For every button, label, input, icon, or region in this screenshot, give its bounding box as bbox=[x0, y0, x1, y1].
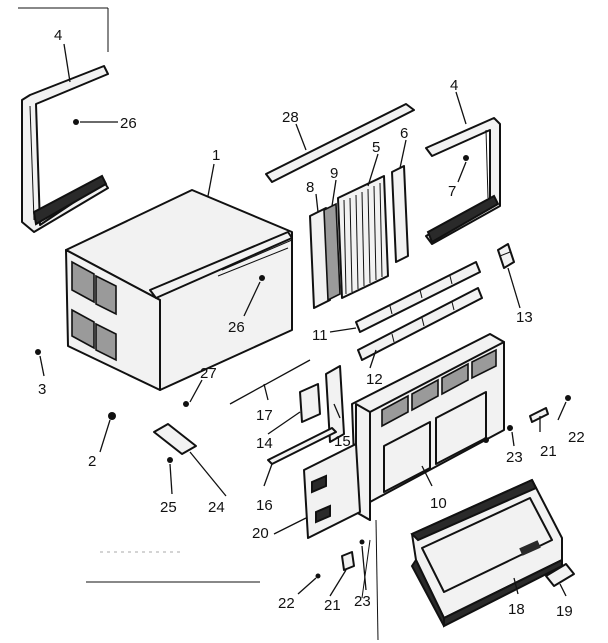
washer-23-right bbox=[507, 425, 513, 431]
front-frame bbox=[351, 333, 505, 521]
callout-15: 15 bbox=[334, 433, 351, 450]
screw-26-cabinet bbox=[259, 275, 265, 281]
top-strip bbox=[265, 103, 415, 183]
leader-lines bbox=[39, 43, 567, 641]
callout-24: 24 bbox=[208, 499, 225, 516]
clip-21-right bbox=[529, 407, 549, 423]
fastener-right bbox=[483, 437, 489, 443]
callout-3: 3 bbox=[38, 381, 46, 398]
callout-6: 6 bbox=[400, 125, 408, 142]
callout-27: 27 bbox=[200, 365, 217, 382]
right-bracket bbox=[391, 165, 409, 263]
callout-16: 16 bbox=[256, 497, 273, 514]
callout-13: 13 bbox=[516, 309, 533, 326]
callout-9: 9 bbox=[330, 165, 338, 182]
rail-11 bbox=[355, 261, 481, 333]
panel-20 bbox=[303, 443, 361, 539]
cabinet bbox=[65, 189, 293, 391]
callout-28: 28 bbox=[282, 109, 299, 126]
screw-3 bbox=[35, 349, 41, 355]
screw-22-bottom bbox=[315, 573, 321, 579]
rail-12 bbox=[357, 287, 483, 361]
callout-8: 8 bbox=[306, 179, 314, 196]
callout-22-right: 22 bbox=[568, 429, 585, 446]
control-bracket bbox=[325, 365, 345, 443]
screw-2 bbox=[108, 412, 116, 420]
callout-labels: 4 26 1 28 8 9 5 6 4 7 13 26 11 12 3 27 1… bbox=[38, 27, 585, 620]
callout-19: 19 bbox=[556, 603, 573, 620]
screw-7 bbox=[463, 155, 469, 161]
callout-21-bottom: 21 bbox=[324, 597, 341, 614]
condenser-coil bbox=[337, 175, 389, 299]
control-box bbox=[299, 383, 321, 423]
bracket-24 bbox=[153, 423, 197, 455]
callout-17: 17 bbox=[256, 407, 273, 424]
screw-25 bbox=[167, 457, 173, 463]
callout-23-bottom: 23 bbox=[354, 593, 371, 610]
callout-7: 7 bbox=[448, 183, 456, 200]
callout-26-left: 26 bbox=[120, 115, 137, 132]
callout-26-cabinet: 26 bbox=[228, 319, 245, 336]
callout-2: 2 bbox=[88, 453, 96, 470]
callout-11: 11 bbox=[312, 327, 328, 344]
callout-5: 5 bbox=[372, 139, 380, 156]
rod-16 bbox=[267, 427, 337, 465]
callout-10: 10 bbox=[430, 495, 447, 512]
callout-14: 14 bbox=[256, 435, 273, 452]
clip-13 bbox=[497, 243, 515, 269]
right-side-curtain bbox=[425, 117, 501, 245]
screw-26-left bbox=[73, 119, 79, 125]
callout-22-bottom: 22 bbox=[278, 595, 295, 612]
screw-22-right bbox=[565, 395, 571, 401]
clip-21-bottom bbox=[341, 551, 355, 571]
screw-27 bbox=[183, 401, 189, 407]
callout-18: 18 bbox=[508, 601, 525, 618]
callout-12: 12 bbox=[366, 371, 383, 388]
callout-23-right: 23 bbox=[506, 449, 523, 466]
callout-1: 1 bbox=[212, 147, 220, 164]
left-side-curtain bbox=[21, 65, 109, 233]
callout-21-right: 21 bbox=[540, 443, 557, 460]
callout-25: 25 bbox=[160, 499, 177, 516]
callout-4-left: 4 bbox=[54, 27, 62, 44]
knob-19 bbox=[545, 563, 575, 587]
callout-4-right: 4 bbox=[450, 77, 458, 94]
callout-20: 20 bbox=[252, 525, 269, 542]
washer-23-bottom bbox=[359, 539, 365, 545]
